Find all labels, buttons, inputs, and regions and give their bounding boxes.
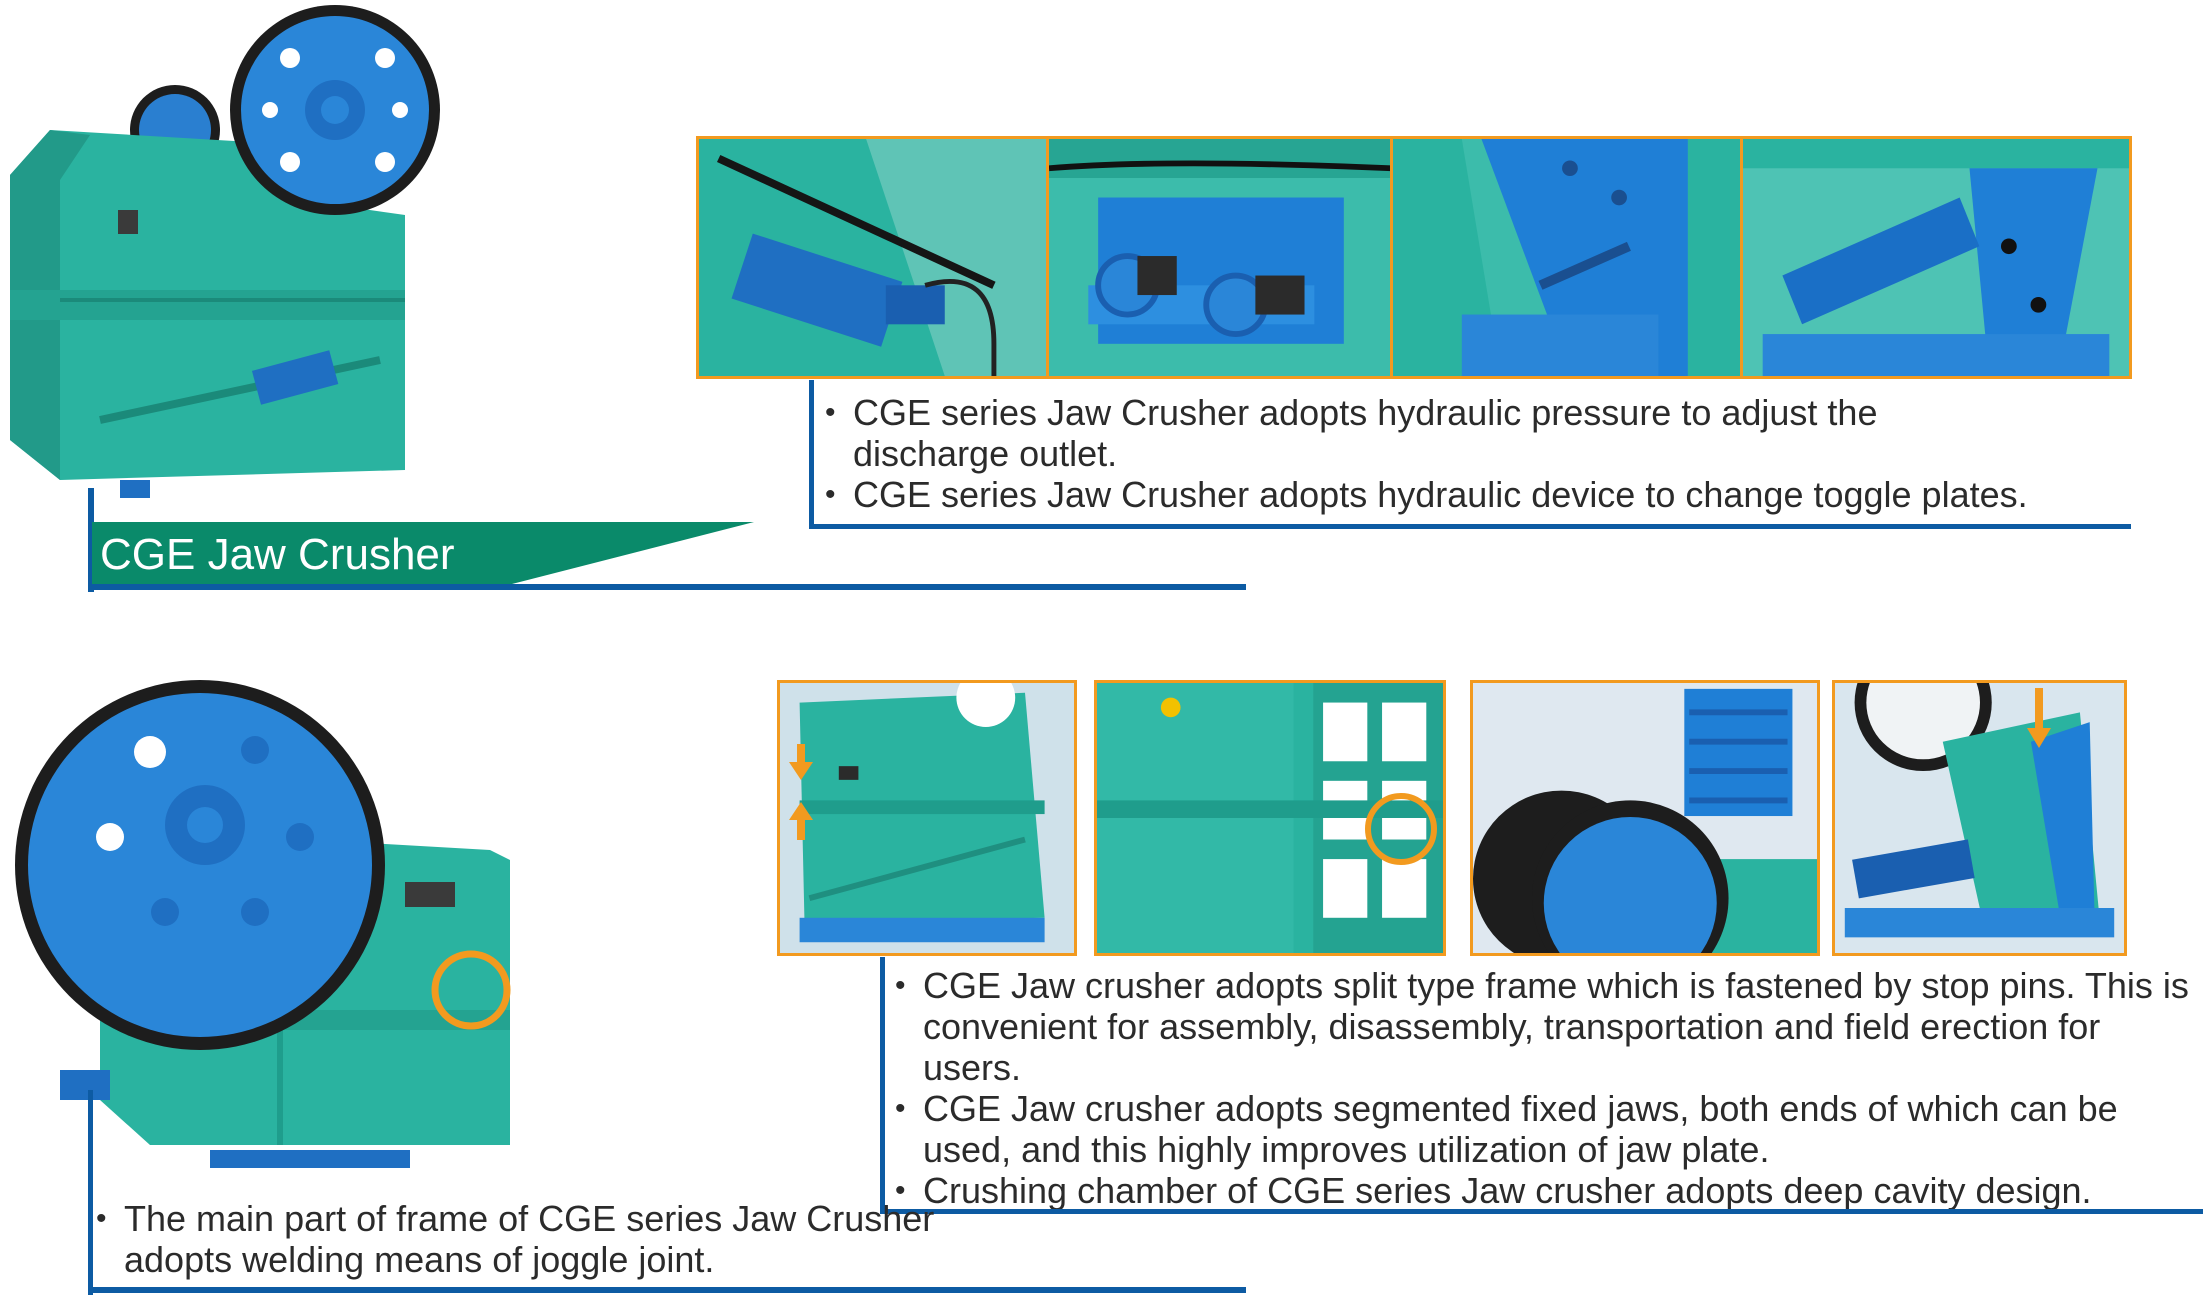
arrow-icon bbox=[789, 744, 813, 840]
highlight-circle-icon bbox=[431, 950, 511, 1030]
top-text-bracket-horizontal bbox=[809, 524, 2131, 529]
mid-feature-list: CGE Jaw crusher adopts split type frame … bbox=[893, 965, 2193, 1211]
detail-photo-split-frame bbox=[777, 680, 1077, 956]
mid-feature-item: Crushing chamber of CGE series Jaw crush… bbox=[893, 1170, 2193, 1211]
jaw-crusher-machine-image-top bbox=[10, 5, 440, 498]
title-underline bbox=[88, 584, 1246, 590]
top-feature-list: CGE series Jaw Crusher adopts hydraulic … bbox=[823, 392, 2143, 515]
bottom-feature-list: The main part of frame of CGE series Jaw… bbox=[94, 1198, 954, 1280]
detail-photo-fixed-jaws bbox=[1470, 680, 1820, 956]
mid-text-bracket-vertical bbox=[880, 957, 885, 1214]
mid-feature-item: CGE Jaw crusher adopts segmented fixed j… bbox=[893, 1088, 2193, 1170]
top-feature-item: CGE series Jaw Crusher adopts hydraulic … bbox=[823, 474, 2143, 515]
mid-feature-item: CGE Jaw crusher adopts split type frame … bbox=[893, 965, 2193, 1088]
highlight-circle-icon bbox=[1365, 793, 1437, 865]
bottom-feature-item: The main part of frame of CGE series Jaw… bbox=[94, 1198, 954, 1280]
top-text-bracket-vertical bbox=[809, 380, 814, 529]
top-feature-item: CGE series Jaw Crusher adopts hydraulic … bbox=[823, 392, 2003, 474]
page-title: CGE Jaw Crusher bbox=[100, 530, 455, 579]
detail-photo-hydraulic-1 bbox=[696, 136, 1050, 379]
title-banner bbox=[92, 522, 754, 584]
arrow-icon bbox=[2027, 688, 2051, 748]
detail-photo-toggle-plate bbox=[1390, 136, 1744, 379]
mid-text-bracket-horizontal bbox=[880, 1209, 2203, 1214]
title-vertical-bar bbox=[88, 488, 94, 592]
detail-photo-stop-pins bbox=[1094, 680, 1446, 956]
bottom-text-bracket-horizontal bbox=[88, 1287, 1246, 1293]
jaw-crusher-machine-image-bottom bbox=[15, 680, 510, 1168]
detail-photo-frame-interior bbox=[1740, 136, 2132, 379]
detail-photo-deep-cavity bbox=[1832, 680, 2127, 956]
bottom-text-bracket-vertical bbox=[88, 1090, 93, 1295]
detail-photo-hydraulic-2 bbox=[1046, 136, 1394, 379]
